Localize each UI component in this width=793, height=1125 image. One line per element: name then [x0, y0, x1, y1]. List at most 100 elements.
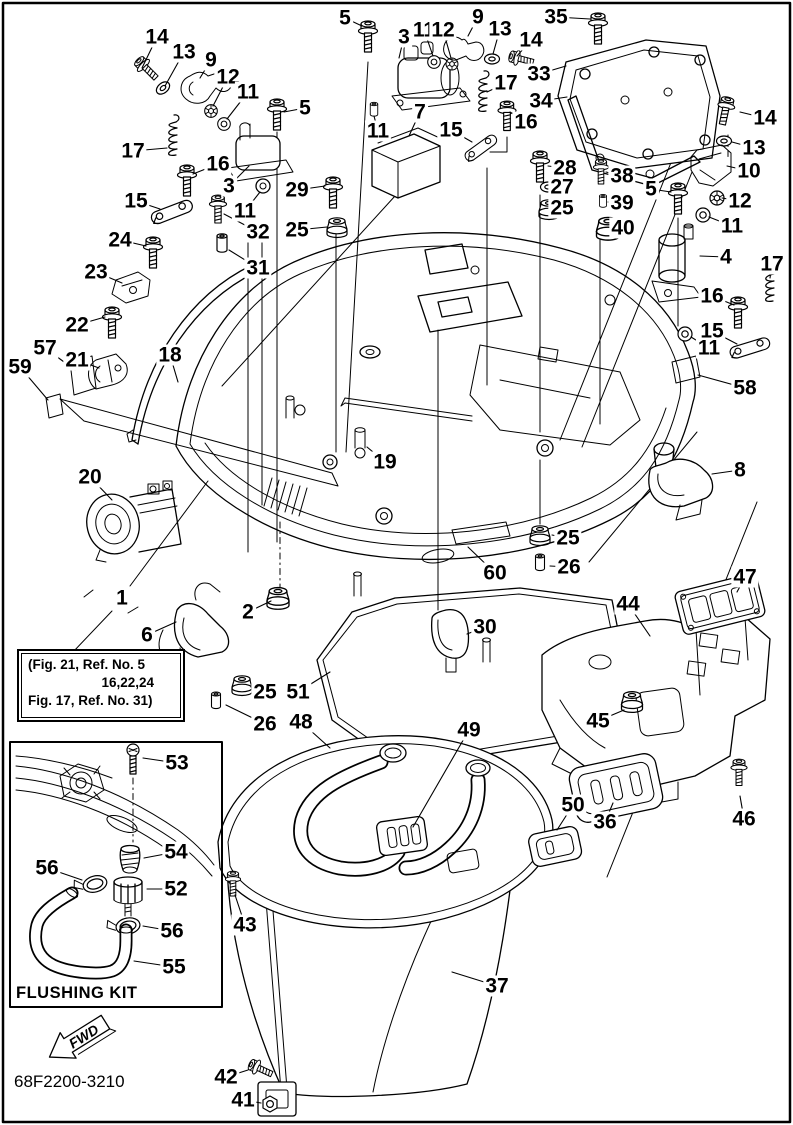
callout-11: 11: [718, 214, 746, 238]
screw-icon: [126, 743, 140, 775]
fwd-arrow: FWD: [48, 1014, 117, 1059]
callout-16: 16: [204, 152, 232, 176]
spring-icon: [167, 114, 180, 157]
callout-5: 5: [297, 96, 313, 120]
callout-21: 21: [63, 348, 91, 372]
bolt-icon: [266, 98, 288, 131]
construction-lines: [72, 57, 758, 878]
bottom-cowling: [175, 232, 696, 564]
callout-35: 35: [542, 5, 570, 29]
callout-44: 44: [614, 592, 642, 616]
grommet-ring-icon: [217, 117, 231, 131]
callout-42: 42: [212, 1065, 240, 1089]
washer-icon: [483, 53, 501, 65]
callout-37: 37: [483, 974, 511, 998]
bracket-10: [690, 144, 732, 187]
pin-icon: [534, 553, 546, 572]
callout-47: 47: [731, 565, 759, 589]
callout-7: 7: [412, 100, 428, 124]
bolt-icon: [208, 194, 228, 224]
callout-12: 12: [726, 189, 754, 213]
leader-line: [412, 729, 470, 828]
callout-20: 20: [76, 465, 104, 489]
stay-bracket-icon: [728, 336, 772, 360]
callout-53: 53: [163, 751, 191, 775]
callout-48: 48: [287, 710, 315, 734]
cable-clamp-icon: [443, 36, 485, 61]
grommet-icon: [326, 217, 348, 239]
solenoid-4: [651, 223, 702, 303]
callout-19: 19: [371, 450, 399, 474]
trim-seal-18: [126, 264, 257, 445]
callout-55: 55: [160, 955, 188, 979]
solenoid-3: [391, 41, 471, 111]
reference-note-line: (Fig. 21, Ref. No. 5: [28, 657, 146, 672]
callout-45: 45: [584, 709, 612, 733]
callout-14: 14: [517, 28, 545, 52]
callout-54: 54: [162, 840, 190, 864]
callout-29: 29: [283, 178, 311, 202]
callout-13: 13: [740, 136, 768, 160]
reference-note-box: (Fig. 21, Ref. No. 5 16,22,24 Fig. 17, R…: [17, 649, 185, 722]
grommet-ring-icon: [427, 55, 441, 69]
anode-49: [375, 815, 429, 857]
callout-41: 41: [229, 1088, 257, 1112]
callout-14: 14: [751, 106, 779, 130]
hose-adapter-54: [119, 844, 141, 874]
grommet-ring-icon: [677, 326, 693, 342]
callout-17: 17: [758, 252, 786, 276]
pin-icon: [210, 691, 222, 710]
callout-27: 27: [548, 175, 576, 199]
callout-8: 8: [732, 458, 748, 482]
grommet-icon: [529, 525, 551, 547]
callout-57: 57: [31, 336, 59, 360]
callout-51: 51: [284, 680, 312, 704]
callout-31: 31: [244, 256, 272, 280]
callout-11: 11: [231, 199, 259, 223]
mount-boss: [59, 763, 105, 803]
bolt-icon: [727, 296, 749, 329]
callout-3: 3: [396, 25, 412, 49]
flushing-kit-label: FLUSHING KIT: [16, 984, 138, 1002]
callout-58: 58: [731, 376, 759, 400]
callout-39: 39: [608, 191, 636, 215]
callout-1: 1: [114, 586, 130, 610]
callout-15: 15: [698, 319, 726, 343]
callout-12: 12: [214, 65, 242, 89]
callout-30: 30: [471, 615, 499, 639]
callout-28: 28: [551, 156, 579, 180]
flushing-kit-box: FLUSHING KIT: [9, 741, 223, 1008]
callout-38: 38: [608, 164, 636, 188]
washer-icon: [715, 135, 733, 147]
callout-6: 6: [139, 623, 155, 647]
reference-note-line: Fig. 17, Ref. No. 31): [28, 693, 153, 708]
callout-56: 56: [33, 856, 61, 880]
callout-23: 23: [82, 260, 110, 284]
callout-33: 33: [525, 62, 553, 86]
callout-49: 49: [455, 718, 483, 742]
bolt-icon: [142, 236, 164, 269]
mount-bracket-44: [541, 616, 771, 807]
bolt-icon: [730, 758, 748, 787]
callout-32: 32: [244, 220, 272, 244]
latch-8: [648, 442, 714, 521]
callout-5: 5: [643, 177, 659, 201]
grommet-icon: [231, 675, 253, 697]
callout-12: 12: [429, 18, 457, 42]
cable-clamp-icon: [180, 71, 233, 104]
bolt-icon: [667, 182, 689, 215]
callout-34: 34: [527, 89, 555, 113]
grommet-50: [528, 825, 583, 867]
callout-11: 11: [234, 80, 262, 104]
callout-4: 4: [718, 245, 734, 269]
callout-25: 25: [554, 526, 582, 550]
callout-46: 46: [730, 807, 758, 831]
hardware-top-center: [357, 12, 621, 241]
callout-2: 2: [240, 600, 256, 624]
callout-25: 25: [283, 218, 311, 242]
plate-47: [674, 573, 766, 635]
bracket-23: [111, 271, 151, 304]
bolt-icon: [587, 12, 609, 45]
